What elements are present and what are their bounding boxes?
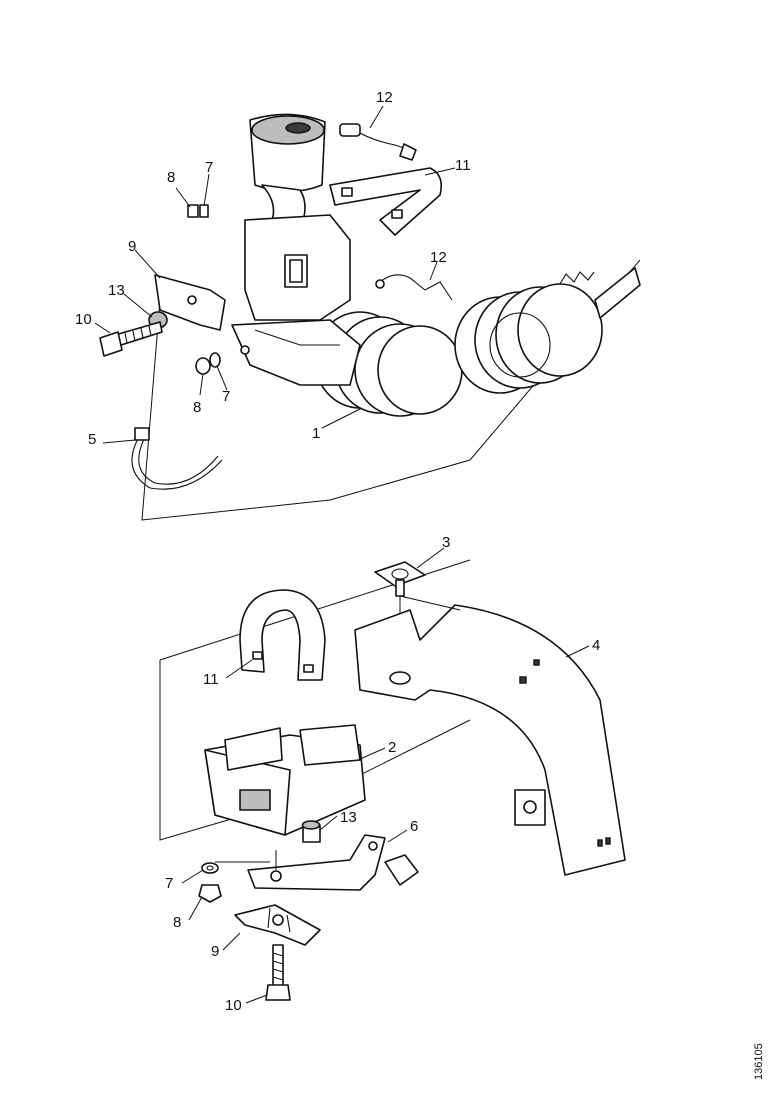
callout-9-lower: 9 xyxy=(211,943,219,960)
washer-7-upper xyxy=(199,204,209,218)
nut-8-mid xyxy=(195,357,211,375)
callout-13-lower: 13 xyxy=(340,809,357,826)
callout-3: 3 xyxy=(442,534,450,551)
part-9-clamp-plate-upper xyxy=(154,274,226,331)
callout-6: 6 xyxy=(410,818,418,835)
part-11-strap-upper xyxy=(329,167,443,236)
bellows-hose xyxy=(314,267,641,417)
leader-lines xyxy=(94,105,590,1004)
callout-9-upper: 9 xyxy=(128,238,136,255)
part-4-curved-bracket xyxy=(354,604,626,876)
callout-2: 2 xyxy=(388,739,396,756)
callout-11-lower: 11 xyxy=(203,671,219,688)
nut-8-lower xyxy=(198,884,222,903)
callout-7-mid: 7 xyxy=(222,388,230,405)
part-12-clip-lower xyxy=(375,274,453,301)
washer-7-mid xyxy=(209,352,221,368)
callout-10-lower: 10 xyxy=(225,997,242,1014)
part-2-channel-housing xyxy=(204,724,366,836)
callout-10-upper: 10 xyxy=(75,311,92,328)
callout-7-upper: 7 xyxy=(205,159,213,176)
callout-1: 1 xyxy=(312,425,320,442)
part-13-spacer-lower xyxy=(301,820,321,843)
callout-12-upper: 12 xyxy=(376,89,393,106)
part-11-u-strap xyxy=(239,589,326,681)
callout-8-upper: 8 xyxy=(167,169,175,186)
callouts: 12 11 8 7 9 12 13 10 8 7 1 5 3 4 11 2 6 … xyxy=(75,89,600,1014)
part-10-bolt-upper xyxy=(99,321,163,357)
nut-8-upper xyxy=(187,204,199,218)
drawing-reference-number: 136105 xyxy=(753,1043,765,1080)
callout-11-upper: 11 xyxy=(455,157,471,174)
callout-7-lower: 7 xyxy=(165,875,173,892)
callout-8-lower: 8 xyxy=(173,914,181,931)
part-1-duct-assembly xyxy=(231,113,641,417)
part-5-cable-tie xyxy=(131,427,223,490)
part-9-clamp-plate-lower xyxy=(234,904,321,946)
callout-8-mid: 8 xyxy=(193,399,201,416)
callout-5: 5 xyxy=(88,431,96,448)
blower-housing xyxy=(231,113,361,386)
part-10-bolt-lower xyxy=(265,944,291,1001)
callout-12-lower: 12 xyxy=(430,249,447,266)
callout-13-upper: 13 xyxy=(108,282,125,299)
part-12-clip-upper xyxy=(339,123,417,161)
callout-4: 4 xyxy=(592,637,600,654)
assembly-guide-lines xyxy=(215,595,461,870)
part-6-bracket xyxy=(247,834,419,891)
washer-7-lower xyxy=(201,862,219,874)
